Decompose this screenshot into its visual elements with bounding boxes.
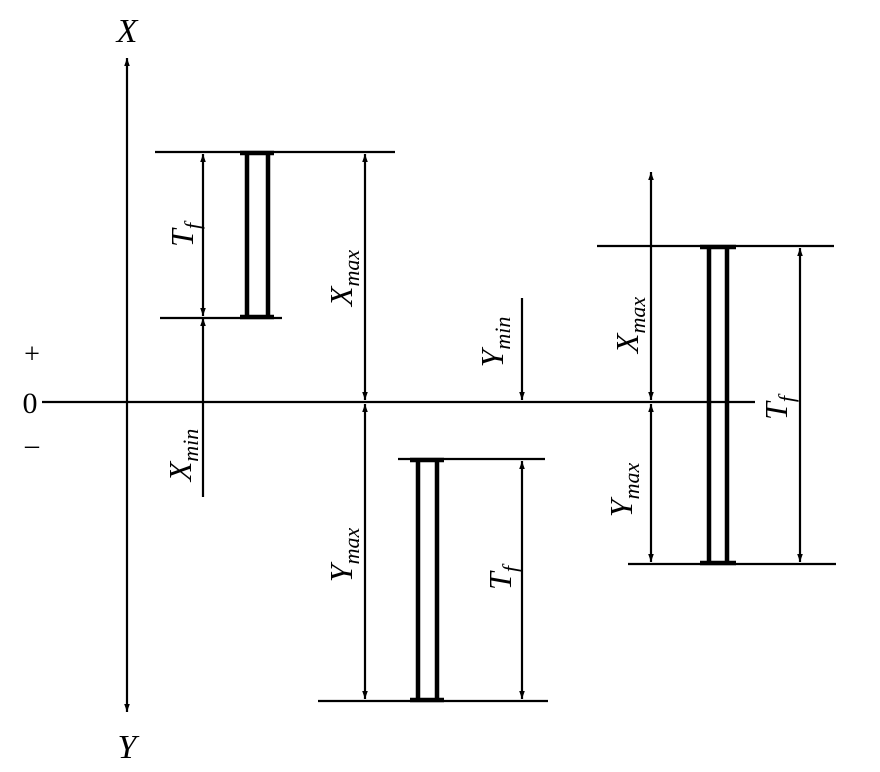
tf-label-1: Tf	[164, 220, 205, 247]
zero-label: 0	[23, 387, 38, 420]
tf-label-3: Tf	[758, 393, 799, 420]
tf-label-2: Tf	[482, 563, 523, 590]
axis-label-x: X	[115, 13, 139, 50]
ymax-label-3: Ymax	[603, 463, 644, 518]
transition-fit-group: Xmax Ymax Tf	[597, 172, 836, 566]
plus-sign: +	[24, 339, 40, 370]
xmax-label-3: Xmax	[609, 297, 650, 355]
clearance-fit-group: Tf Xmax Xmin	[155, 150, 395, 497]
interference-fit-group: Ymax Tf Ymin	[318, 298, 548, 703]
ymax-label-2: Ymax	[323, 528, 364, 583]
xmin-label-1: Xmin	[162, 429, 203, 484]
minus-sign: –	[24, 430, 40, 461]
ymin-label-2: Ymin	[474, 317, 515, 368]
xmax-label-1: Xmax	[323, 250, 364, 308]
axis-label-y: Y	[118, 729, 140, 766]
